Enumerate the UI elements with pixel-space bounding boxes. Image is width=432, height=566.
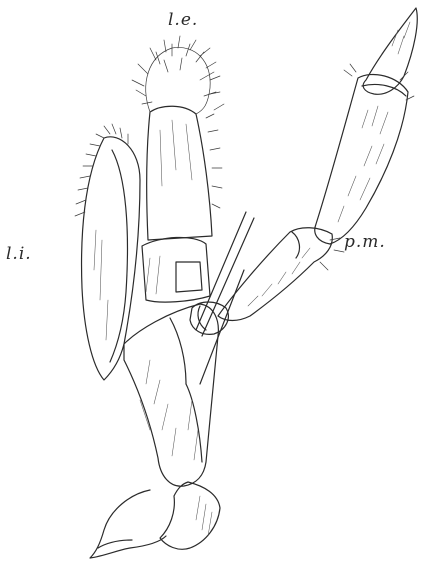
lobus-externus	[132, 36, 224, 240]
galea-basal-sclerite	[142, 237, 210, 302]
palp-terminal-segment	[363, 8, 417, 94]
label-lobus-internus: l.i.	[6, 244, 32, 264]
palp-segment-3	[315, 64, 414, 244]
lobus-internus	[75, 124, 140, 380]
palp-segment-2	[218, 228, 344, 321]
label-lobus-externus: l.e.	[168, 10, 198, 30]
cardo	[90, 482, 220, 558]
label-palpus-maxillaris: p.m.	[344, 232, 386, 252]
